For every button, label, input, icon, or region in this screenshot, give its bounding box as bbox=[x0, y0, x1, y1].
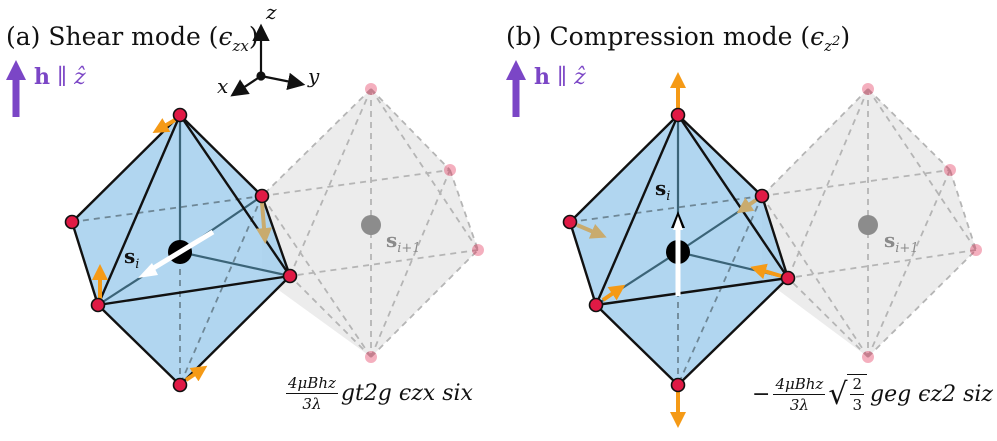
field-label-a: h ∥ ẑ bbox=[34, 64, 86, 90]
field-label-b: h ∥ ẑ bbox=[534, 64, 586, 90]
displacement-arrow bbox=[736, 197, 758, 214]
ghost-vertex bbox=[970, 244, 982, 256]
front-edges bbox=[568, 114, 790, 386]
ghost-vertex bbox=[862, 351, 874, 363]
displacement-arrow bbox=[576, 223, 607, 239]
displacement-arrow bbox=[184, 365, 208, 382]
ghost-octahedron-a bbox=[261, 83, 484, 363]
panel-a-title: (a) Shear mode (ϵzx) bbox=[6, 22, 259, 55]
axis-z-label: z bbox=[266, 0, 277, 24]
ghost-vertex bbox=[365, 83, 377, 95]
vertex bbox=[754, 188, 770, 204]
vertex bbox=[172, 107, 188, 123]
displacement-arrow bbox=[256, 202, 273, 244]
ghost-vertex bbox=[444, 164, 456, 176]
vertex bbox=[670, 107, 686, 123]
spin-i-label-a: si bbox=[124, 244, 140, 272]
vertex bbox=[90, 297, 106, 313]
panel-a bbox=[6, 23, 484, 393]
field-arrow-head-b bbox=[506, 60, 526, 80]
ghost-vertex bbox=[862, 83, 874, 95]
spin-next-dot bbox=[858, 215, 878, 235]
ghost-vertex bbox=[944, 164, 956, 176]
spin-next-dot bbox=[361, 215, 381, 235]
coordinate-axes bbox=[230, 23, 306, 97]
main-octahedron-b bbox=[562, 72, 796, 428]
vertex bbox=[254, 188, 270, 204]
vertex bbox=[172, 377, 188, 393]
displacement-arrow bbox=[152, 118, 177, 134]
vertex bbox=[588, 297, 604, 313]
spin-next-label-b: si+1 bbox=[884, 228, 919, 256]
spin-arrow-head bbox=[138, 263, 158, 278]
ghost-vertex bbox=[472, 244, 484, 256]
vertex bbox=[670, 377, 686, 393]
spin-arrow bbox=[145, 229, 215, 275]
ghost-octahedron-edges bbox=[261, 88, 479, 358]
displacement-arrow bbox=[601, 284, 626, 302]
displacement-arrow bbox=[750, 263, 782, 280]
spin-i-label-b: si bbox=[655, 176, 671, 204]
panel-b bbox=[506, 60, 982, 428]
spin-arrow-head-fill bbox=[673, 216, 683, 230]
vertex bbox=[282, 268, 298, 284]
vertex bbox=[780, 270, 796, 286]
axis-x-label: x bbox=[217, 74, 229, 98]
ghost-octahedron-b bbox=[761, 83, 982, 363]
panel-b-title: (b) Compression mode (ϵz2) bbox=[506, 22, 851, 55]
vertex bbox=[562, 214, 578, 230]
main-octahedron-a bbox=[64, 107, 298, 393]
ghost-vertex bbox=[365, 351, 377, 363]
vertex bbox=[64, 214, 80, 230]
spin-next-label-a: si+1 bbox=[386, 228, 421, 256]
field-arrow-head-a bbox=[6, 60, 26, 80]
axis-y-label: y bbox=[308, 64, 320, 88]
